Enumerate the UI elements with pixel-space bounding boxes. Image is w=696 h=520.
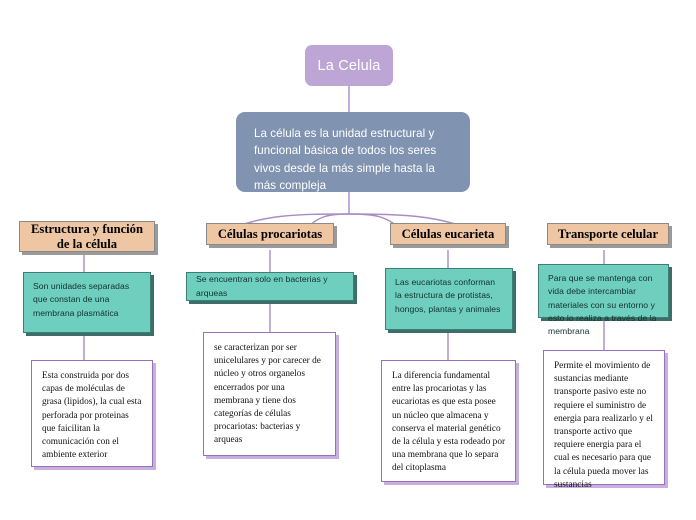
detail-text-procariotas: Se encuentran solo en bacterias y arquea… [196, 274, 328, 298]
category-node-procariotas[interactable]: Células procariotas [206, 223, 334, 245]
detail-text-eucariota: Las eucariotas conforman la estructura d… [395, 277, 501, 314]
category-label-transporte: Transporte celular [557, 226, 659, 241]
leaf-node-transporte[interactable]: Permite el movimiento de sustancias medi… [543, 350, 665, 490]
category-label-procariotas: Células procariotas [217, 226, 323, 241]
leaf-node-eucariota[interactable]: La diferencia fundamental entre las proc… [381, 360, 516, 482]
description-node[interactable]: La célula es la unidad estructural y fun… [236, 112, 470, 192]
leaf-text-transporte: Permite el movimiento de sustancias medi… [554, 361, 653, 490]
detail-node-estructura[interactable]: Son unidades separadas que constan de un… [23, 272, 151, 333]
category-node-eucariota[interactable]: Células eucarieta [390, 223, 506, 245]
leaf-text-eucariota: La diferencia fundamental entre las proc… [392, 371, 506, 474]
root-node[interactable]: La Celula [305, 45, 393, 86]
category-node-estructura[interactable]: Estructura y función de la célula [19, 221, 155, 252]
detail-node-transporte[interactable]: Para que se mantenga con vida debe inter… [538, 264, 669, 336]
detail-text-transporte: Para que se mantenga con vida debe inter… [548, 273, 657, 337]
root-node-label: La Celula [317, 57, 381, 74]
leaf-node-procariotas[interactable]: se caracterizan por ser unicelulares y p… [203, 332, 336, 456]
leaf-text-estructura: Esta construida por dos capas de molécul… [42, 371, 142, 461]
category-node-transporte[interactable]: Transporte celular [547, 223, 669, 245]
description-node-text: La célula es la unidad estructural y fun… [254, 127, 437, 193]
detail-text-estructura: Son unidades separadas que constan de un… [33, 281, 130, 318]
detail-node-procariotas[interactable]: Se encuentran solo en bacterias y arquea… [186, 272, 354, 301]
category-label-estructura: Estructura y función de la célula [31, 221, 143, 251]
leaf-node-estructura[interactable]: Esta construida por dos capas de molécul… [31, 360, 153, 467]
category-label-eucariota: Células eucarieta [401, 226, 495, 241]
detail-node-eucariota[interactable]: Las eucariotas conforman la estructura d… [385, 268, 513, 330]
leaf-text-procariotas: se caracterizan por ser unicelulares y p… [214, 343, 321, 446]
